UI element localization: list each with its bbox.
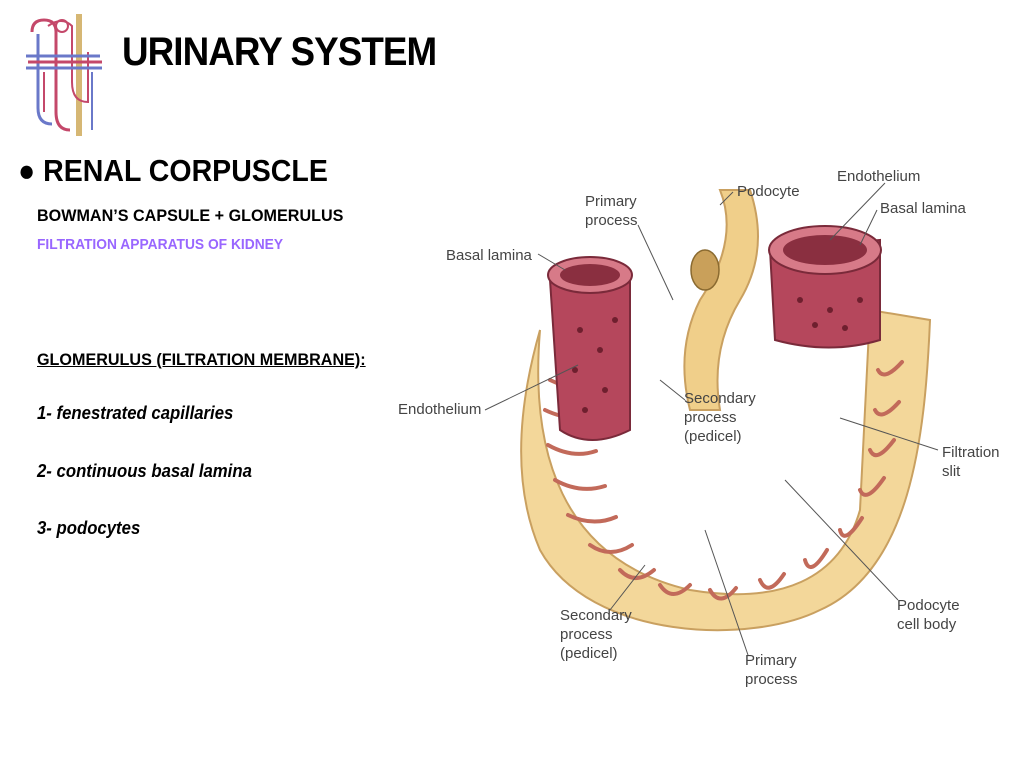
label-podocyte: Podocyte — [737, 183, 800, 200]
fenestration-dots — [572, 297, 863, 413]
label-basal-lamina-left: Basal lamina — [446, 247, 533, 264]
podocyte-nucleus-shape — [690, 249, 720, 291]
label-primary-process-bottom: Primary process — [745, 652, 801, 688]
leader-lines — [484, 182, 939, 656]
renal-corpuscle-diagram: Primary process Podocyte Endothelium Bas… — [390, 150, 1010, 700]
podocyte-strand-shape — [683, 189, 759, 411]
label-endothelium-left: Endothelium — [398, 401, 481, 418]
nephron-icon — [22, 12, 106, 138]
label-primary-process-top: Primary process — [585, 193, 641, 229]
pedicel-stripes — [543, 360, 904, 601]
label-podocyte-cell-body: Podocyte cell body — [897, 597, 964, 633]
list-item: 3- podocytes — [37, 518, 141, 538]
subtitle-bowmans-capsule: BOWMAN’S CAPSULE + GLOMERULUS — [37, 206, 344, 225]
page-title: URINARY SYSTEM — [122, 30, 437, 74]
label-filtration-slit: Filtration slit — [942, 444, 1004, 480]
glomerulus-heading: GLOMERULUS (FILTRATION MEMBRANE): — [37, 350, 366, 369]
section-heading: ● RENAL CORPUSCLE — [18, 153, 328, 188]
left-capillary-shape — [548, 268, 631, 441]
podocyte-body-shape — [520, 308, 932, 632]
label-secondary-process-bottom: Secondary process (pedicel) — [560, 607, 636, 662]
label-secondary-process-mid: Secondary process (pedicel) — [684, 390, 760, 445]
list-item: 2- continuous basal lamina — [37, 461, 252, 481]
list-item: 1- fenestrated capillaries — [37, 403, 234, 423]
label-basal-lamina-right: Basal lamina — [880, 200, 967, 217]
label-endothelium-top: Endothelium — [837, 168, 920, 185]
subtitle-filtration-apparatus: FILTRATION APPARATUS OF KIDNEY — [37, 236, 284, 253]
